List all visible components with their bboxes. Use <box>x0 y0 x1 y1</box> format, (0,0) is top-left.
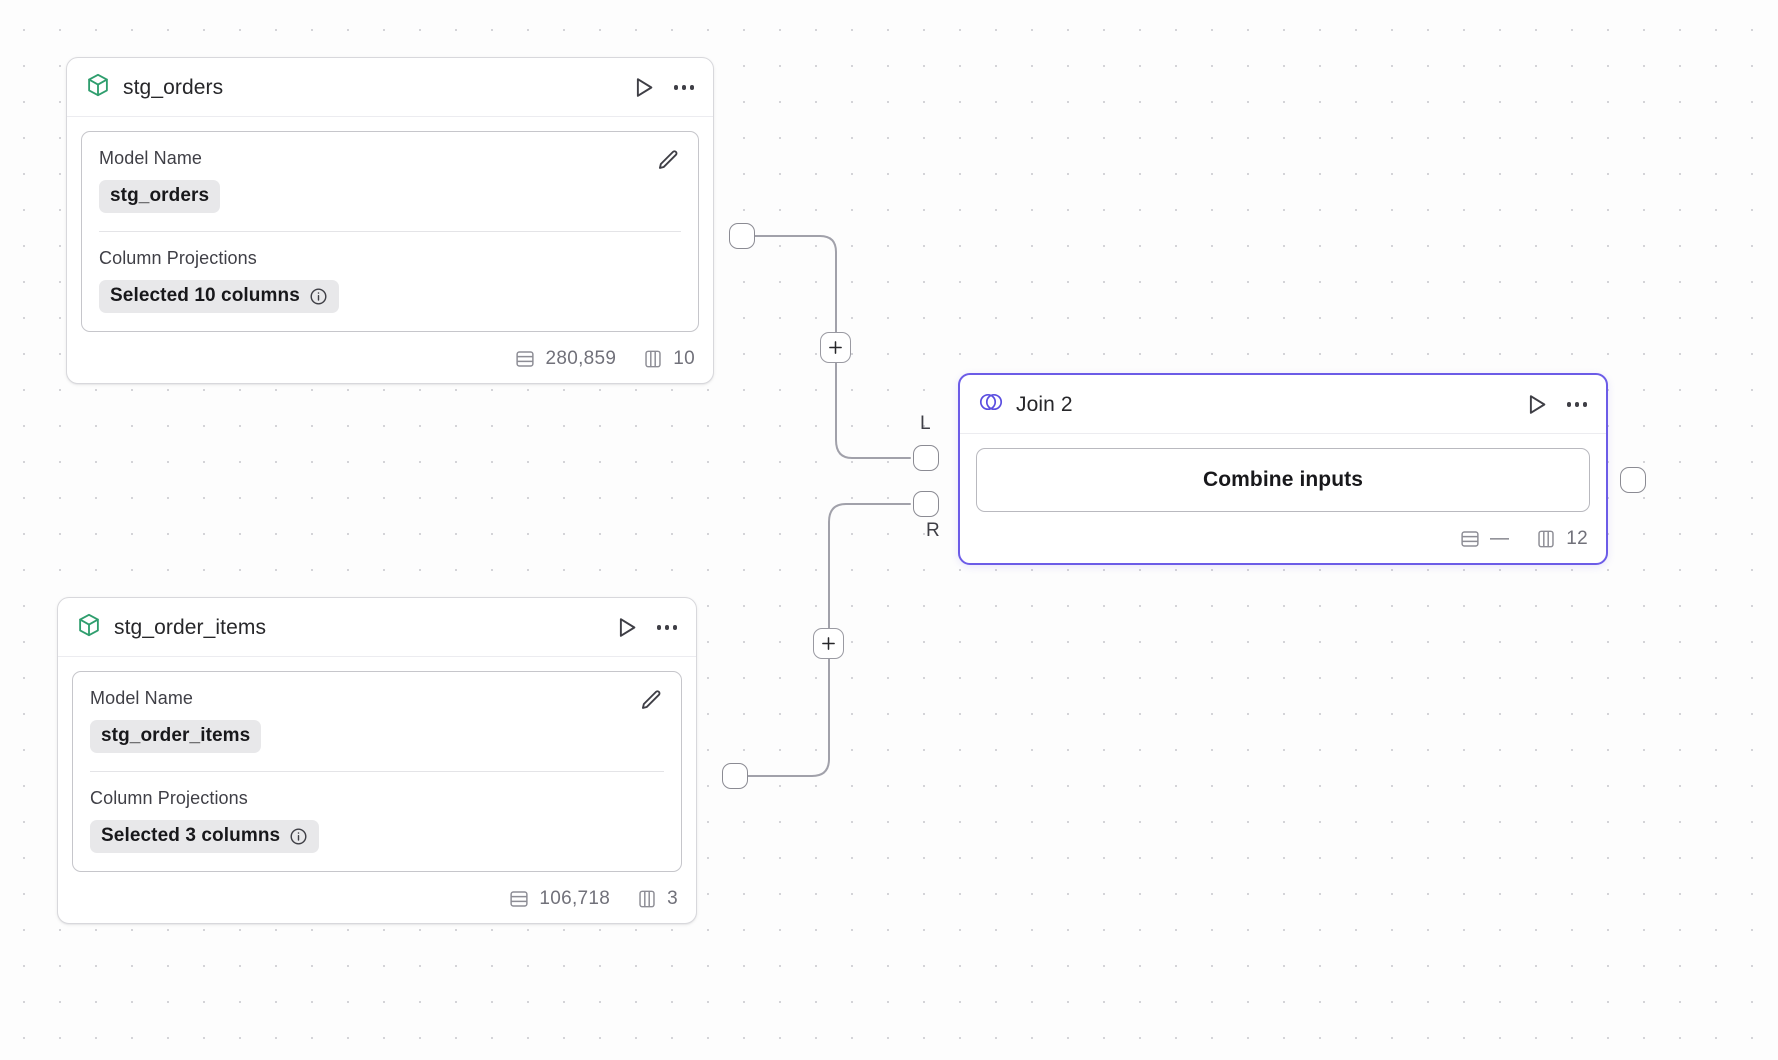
model-name-value-row: stg_order_items <box>90 720 664 753</box>
more-options-icon[interactable] <box>1566 398 1588 410</box>
columns-value: 10 <box>673 348 695 369</box>
header-actions <box>613 614 678 641</box>
rows-value: 106,718 <box>539 888 611 909</box>
node-footer: 280,859 10 <box>67 336 713 383</box>
run-icon[interactable] <box>630 74 657 101</box>
column-projections-label: Column Projections <box>90 788 248 808</box>
rows-stat: 106,718 <box>508 888 610 910</box>
node-footer: 106,718 3 <box>58 876 696 923</box>
header-actions <box>630 74 695 101</box>
rows-icon <box>1459 528 1481 550</box>
add-node-button-bottom[interactable] <box>813 628 844 659</box>
model-name-pill[interactable]: stg_orders <box>99 180 221 213</box>
rows-icon <box>508 888 530 910</box>
cube-icon <box>85 72 111 103</box>
column-projections-pill[interactable]: Selected 3 columns <box>90 820 320 853</box>
panel-divider <box>99 231 681 232</box>
model-name-value-row: stg_orders <box>99 180 681 213</box>
more-options-icon[interactable] <box>656 621 678 633</box>
columns-icon <box>1535 528 1557 550</box>
panel-divider <box>90 771 664 772</box>
column-projections-value-row: Selected 3 columns <box>90 820 664 853</box>
cube-icon <box>76 612 102 643</box>
port-stg-order-items-output[interactable] <box>722 763 748 789</box>
node-title: stg_order_items <box>114 615 267 639</box>
node-body: Model Name stg_orders Column Projections <box>67 117 713 336</box>
port-join-left-input[interactable] <box>913 445 939 471</box>
columns-stat: 3 <box>636 888 678 910</box>
rows-value: 280,859 <box>545 348 617 369</box>
node-join-2[interactable]: Join 2 Combine inputs <box>958 373 1608 565</box>
node-stg-order-items[interactable]: stg_order_items Model Name <box>57 597 697 924</box>
info-icon[interactable] <box>309 287 328 306</box>
columns-stat: 10 <box>642 348 695 370</box>
combine-inputs-button[interactable]: Combine inputs <box>976 448 1590 512</box>
run-icon[interactable] <box>613 614 640 641</box>
header-actions <box>1523 391 1588 418</box>
columns-icon <box>636 888 658 910</box>
info-icon[interactable] <box>289 827 308 846</box>
columns-value: 3 <box>667 888 678 909</box>
port-join-right-input[interactable] <box>913 491 939 517</box>
model-name-label: Model Name <box>99 148 203 168</box>
node-title: stg_orders <box>123 75 224 99</box>
pencil-icon[interactable] <box>638 688 664 714</box>
node-header: stg_order_items <box>58 598 696 657</box>
node-stg-orders[interactable]: stg_orders Model Name <box>66 57 714 384</box>
model-config-panel: Model Name stg_orders Column Projections <box>81 131 699 332</box>
more-options-icon[interactable] <box>673 81 695 93</box>
columns-stat: 12 <box>1535 528 1588 550</box>
model-name-label: Model Name <box>90 688 194 708</box>
columns-value: 12 <box>1566 528 1588 549</box>
column-projections-value-row: Selected 10 columns <box>99 280 681 313</box>
model-name-pill[interactable]: stg_order_items <box>90 720 262 753</box>
rows-value: — <box>1489 528 1510 549</box>
join-right-port-label: R <box>926 520 940 541</box>
join-left-port-label: L <box>920 413 931 434</box>
port-join-output[interactable] <box>1620 467 1646 493</box>
rows-icon <box>514 348 536 370</box>
node-header: Join 2 <box>960 375 1606 434</box>
join-venn-icon <box>978 389 1004 420</box>
column-projections-text: Selected 3 columns <box>101 825 281 846</box>
run-icon[interactable] <box>1523 391 1550 418</box>
rows-stat: 280,859 <box>514 348 616 370</box>
node-footer: — 12 <box>960 516 1606 563</box>
node-body: Combine inputs <box>960 434 1606 516</box>
column-projections-pill[interactable]: Selected 10 columns <box>99 280 339 313</box>
port-stg-orders-output[interactable] <box>729 223 755 249</box>
rows-stat: — <box>1459 528 1509 550</box>
add-node-button-top[interactable] <box>820 332 851 363</box>
model-config-panel: Model Name stg_order_items Column Projec… <box>72 671 682 872</box>
column-projections-text: Selected 10 columns <box>110 285 300 306</box>
column-projections-label: Column Projections <box>99 248 257 268</box>
columns-icon <box>642 348 664 370</box>
pencil-icon[interactable] <box>655 148 681 174</box>
node-header: stg_orders <box>67 58 713 117</box>
node-title: Join 2 <box>1016 392 1073 416</box>
node-body: Model Name stg_order_items Column Projec… <box>58 657 696 876</box>
